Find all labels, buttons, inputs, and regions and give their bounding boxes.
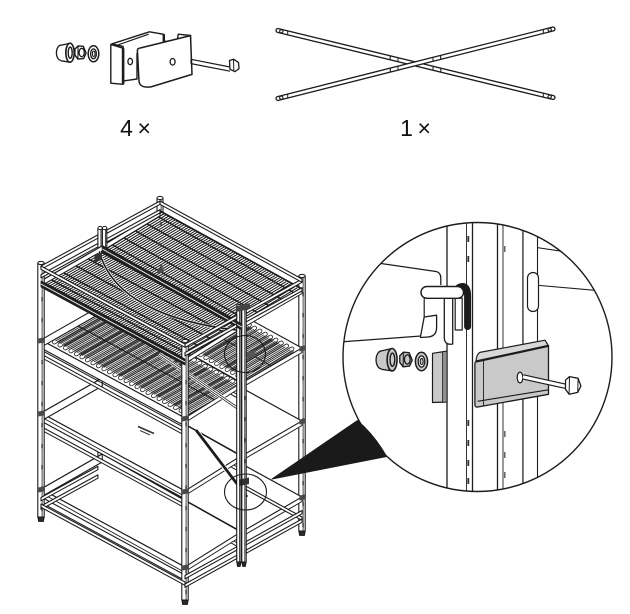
svg-text:4 ×: 4 × [120,115,151,141]
svg-text:1 ×: 1 × [400,115,431,141]
